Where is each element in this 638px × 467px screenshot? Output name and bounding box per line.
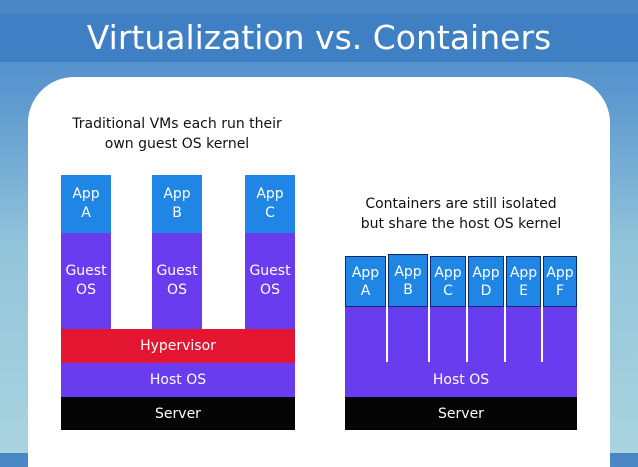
vm-caption: Traditional VMs each run their own guest… (52, 114, 302, 154)
container-app-e-line1: App (509, 264, 538, 281)
slide-title: Virtualization vs. Containers (86, 18, 552, 57)
container-divider-1 (386, 307, 388, 362)
vm-app-a-line2: A (81, 205, 91, 221)
vm-app-b-line2: B (172, 205, 182, 221)
vm-guest-os-b-line1: Guest (156, 263, 198, 279)
vm-app-a-line1: App (72, 186, 100, 202)
vm-guest-os-c-line1: Guest (249, 263, 291, 279)
vm-caption-line2: own guest OS kernel (104, 136, 250, 152)
containers-host-os: Host OS (345, 363, 577, 397)
vm-guest-os-b-line2: OS (167, 282, 187, 298)
container-divider-4 (504, 307, 506, 362)
containers-server: Server (345, 397, 577, 430)
vm-guest-os-a-line2: OS (76, 282, 96, 298)
container-app-a-line2: A (360, 282, 371, 299)
container-app-b-line2: B (403, 281, 413, 298)
vm-server: Server (61, 397, 295, 430)
vm-host-os: Host OS (61, 363, 295, 397)
container-app-d-line1: App (472, 264, 500, 281)
container-app-e-line2: E (519, 282, 528, 299)
vm-guest-os-a-line1: Guest (65, 263, 107, 279)
vm-app-b-line1: App (163, 186, 191, 202)
container-divider-3 (466, 307, 468, 362)
containers-caption-line1: Containers are still isolated (365, 196, 557, 212)
vm-guest-os-c-line2: OS (260, 282, 280, 298)
container-divider-2 (428, 307, 430, 362)
vm-caption-line1: Traditional VMs each run their (72, 116, 282, 132)
vm-hypervisor: Hypervisor (61, 329, 295, 363)
containers-caption: Containers are still isolated but share … (343, 194, 579, 234)
title-banner (0, 14, 638, 62)
container-app-b-line1: App (394, 263, 422, 280)
container-app-c-line2: C (443, 282, 453, 299)
vm-app-c-line2: C (265, 205, 275, 221)
container-app-c-line1: App (434, 264, 462, 281)
container-app-a-line1: App (351, 264, 380, 281)
container-app-f-line1: App (546, 264, 574, 281)
containers-isolation-area (345, 307, 577, 363)
container-app-f-line2: F (555, 282, 565, 299)
vm-app-c-line1: App (256, 186, 284, 202)
containers-caption-line2: but share the host OS kernel (360, 216, 562, 232)
container-app-d-line2: D (480, 282, 492, 299)
container-divider-5 (541, 307, 543, 362)
